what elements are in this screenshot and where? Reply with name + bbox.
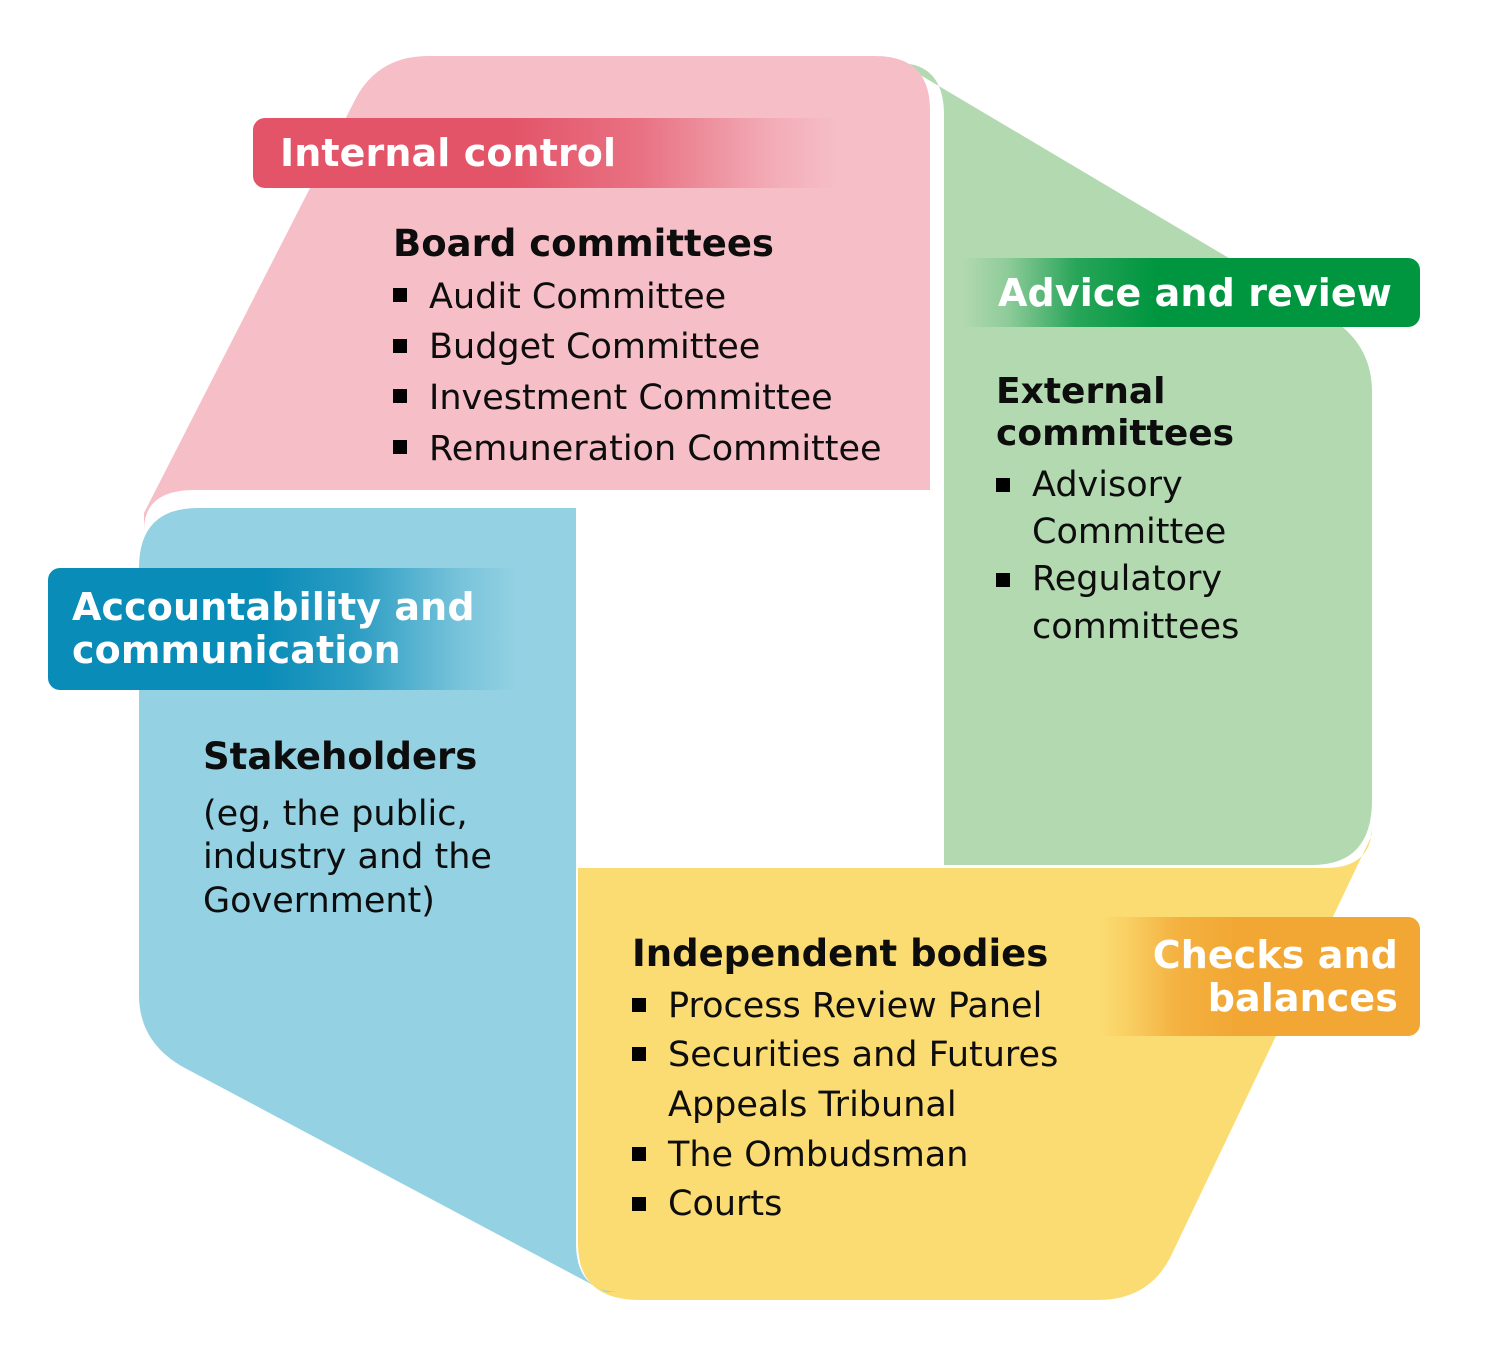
list-item-label: Investment Committee: [429, 378, 833, 419]
ribbon-checks-and-balances[interactable]: Checks and balances: [1100, 917, 1420, 1036]
square-bullet-icon: [393, 287, 407, 302]
content-stakeholders: Stakeholders (eg, the public, industry a…: [203, 735, 533, 924]
list-item: Courts: [632, 1180, 1102, 1230]
square-bullet-icon: [996, 478, 1010, 493]
ribbon-accountability-and-communication-label: Accountability and communication: [72, 586, 475, 671]
list-item: Regulatory committees: [996, 556, 1264, 651]
heading-board-committees: Board committees: [393, 222, 774, 265]
square-bullet-icon: [393, 440, 407, 454]
square-bullet-icon: [632, 997, 646, 1012]
list-item-label: Regulatory committees: [1032, 559, 1240, 647]
list-item-label: Budget Committee: [429, 327, 761, 368]
list-item-label: Courts: [668, 1184, 783, 1225]
list-item-label: Audit Committee: [429, 276, 727, 317]
list-item: Securities and Futures Appeals Tribunal: [632, 1031, 1102, 1130]
ribbon-line-1: Checks and: [1152, 932, 1398, 977]
heading-external-committees: External committees: [996, 371, 1235, 455]
ribbon-line-2: balances: [1207, 975, 1398, 1020]
list-item: Remuneration Committee: [393, 424, 893, 475]
list-external-committees: Advisory Committee Regulatory committees: [996, 462, 1264, 651]
square-bullet-icon: [393, 389, 407, 404]
list-item: Budget Committee: [393, 322, 893, 373]
list-board-committees: Audit Committee Budget Committee Investm…: [393, 272, 893, 475]
list-item-label: The Ombudsman: [668, 1134, 969, 1175]
list-item: Investment Committee: [393, 373, 893, 424]
content-external-committees: External committees Advisory Committee R…: [996, 371, 1264, 651]
list-item-label: Remuneration Committee: [429, 428, 882, 469]
list-item-label: Process Review Panel: [668, 985, 1043, 1026]
content-board-committees: Board committees Audit Committee Budget …: [393, 222, 893, 475]
ribbon-line-1: Accountability and: [72, 585, 475, 630]
ribbon-accountability-and-communication[interactable]: Accountability and communication: [48, 568, 516, 690]
list-independent-bodies: Process Review Panel Securities and Futu…: [632, 982, 1102, 1230]
square-bullet-icon: [996, 572, 1010, 587]
heading-independent-bodies: Independent bodies: [632, 932, 1049, 975]
square-bullet-icon: [632, 1047, 646, 1062]
ribbon-checks-and-balances-label: Checks and balances: [1153, 934, 1398, 1019]
list-item: The Ombudsman: [632, 1131, 1102, 1181]
ribbon-internal-control[interactable]: Internal control: [253, 118, 841, 188]
stakeholders-note: (eg, the public, industry and the Govern…: [203, 793, 492, 922]
heading-stakeholders: Stakeholders: [203, 735, 478, 778]
quadrant-shape-accountability-and-communication: [139, 508, 620, 1292]
list-item: Audit Committee: [393, 272, 893, 323]
list-item-label: Securities and Futures Appeals Tribunal: [668, 1035, 1059, 1126]
ribbon-line-2: communication: [72, 628, 401, 672]
list-item-label: Advisory Committee: [1032, 464, 1227, 553]
list-item: Process Review Panel: [632, 982, 1102, 1032]
ribbon-internal-control-label: Internal control: [280, 131, 617, 175]
ribbon-advice-and-review-label: Advice and review: [998, 270, 1392, 315]
square-bullet-icon: [632, 1146, 646, 1161]
content-independent-bodies: Independent bodies Process Review Panel …: [632, 932, 1102, 1230]
ribbon-advice-and-review[interactable]: Advice and review: [962, 258, 1420, 327]
square-bullet-icon: [632, 1196, 646, 1211]
list-item: Advisory Committee: [996, 462, 1264, 557]
square-bullet-icon: [393, 338, 407, 353]
